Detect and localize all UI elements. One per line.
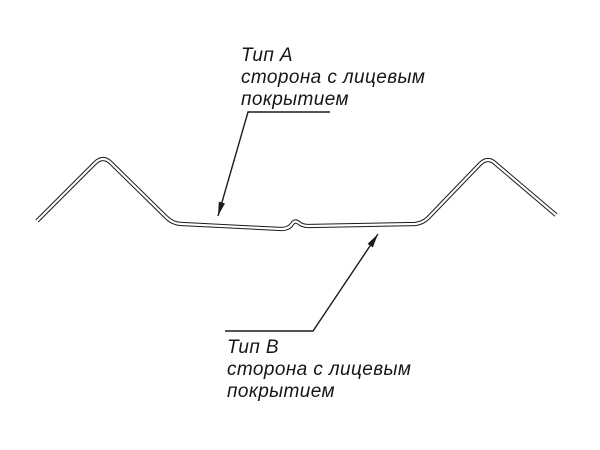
label-type-a-line3: покрытием [241,89,349,110]
label-type-a-line2: сторона с лицевым [241,67,426,88]
label-type-a-title: Тип А [241,45,293,66]
sheet-profile-inner-gap [36,157,557,231]
label-type-b: Тип В сторона с лицевым покрытием [227,337,411,403]
label-type-b-line3: покрытием [227,381,335,402]
leader-line-top [217,111,330,217]
label-type-a: Тип А сторона с лицевым покрытием [241,45,425,111]
label-type-b-title: Тип В [227,337,279,358]
sheet-profile-outline [35,156,558,232]
label-type-b-line2: сторона с лицевым [227,359,412,380]
leader-line-bottom [225,233,379,332]
